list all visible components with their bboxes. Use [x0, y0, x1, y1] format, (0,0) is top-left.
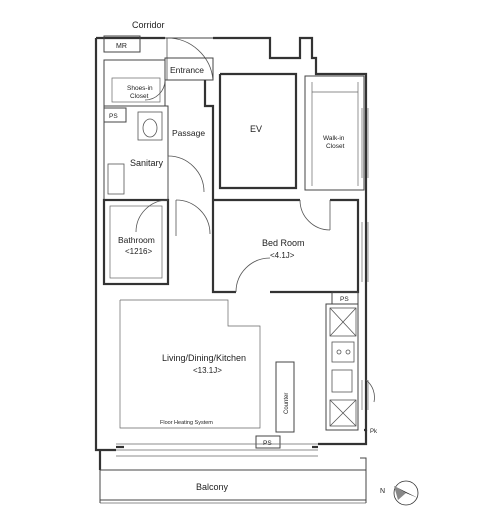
- counter-label: Counter: [284, 393, 290, 414]
- bathroom: Bathroom <1216>: [102, 198, 170, 286]
- bed-room: Bed Room <4.1J>: [211, 198, 360, 294]
- bathroom-size-label: <1216>: [125, 247, 152, 256]
- living-label: Living/Dining/Kitchen: [162, 353, 246, 363]
- ev-label: EV: [250, 124, 262, 134]
- entrance-label: Entrance: [170, 65, 204, 75]
- living-size-label: <13.1J>: [193, 366, 222, 375]
- balcony-window: [116, 443, 318, 451]
- ps-bottom-label: PS: [263, 440, 272, 447]
- mr-label: MR: [116, 43, 127, 50]
- outer-walls: [94, 36, 368, 470]
- ps-bottom: PS: [255, 435, 281, 449]
- ps-top-label: PS: [109, 113, 118, 120]
- walk-in-closet-label-1: Walk-in: [323, 135, 345, 142]
- balcony: Balcony: [99, 455, 367, 504]
- north-label: N: [380, 488, 385, 495]
- pk-label: Pk: [370, 429, 378, 435]
- right-windows: [361, 108, 369, 410]
- ev-shaft: EV: [218, 72, 298, 190]
- mr-box: MR: [103, 35, 141, 53]
- north-arrow-icon: N: [380, 480, 419, 506]
- entrance-door: [165, 37, 214, 81]
- shoes-in-closet-label-1: Shoes-in: [127, 85, 153, 92]
- living-dining-kitchen: Counter Living/Dining/Kitchen <13.1J> Fl…: [119, 299, 295, 433]
- balcony-label: Balcony: [196, 482, 229, 492]
- ps-top: PS: [103, 107, 127, 123]
- floor-heating-label: Floor Heating System: [160, 420, 213, 426]
- walk-in-closet-label-2: Closet: [326, 143, 345, 150]
- passage-label: Passage: [172, 128, 205, 138]
- shoes-in-closet: Shoes-in Closet: [103, 59, 166, 107]
- corridor-label: Corridor: [132, 20, 165, 30]
- bathroom-label: Bathroom: [118, 235, 155, 245]
- shoes-in-closet-label-2: Closet: [130, 93, 149, 100]
- kitchen: [325, 303, 359, 431]
- bed-room-label: Bed Room: [262, 238, 305, 248]
- ps-right-label: PS: [340, 296, 349, 303]
- sanitary-room: Sanitary: [103, 105, 205, 201]
- walk-in-closet: Walk-in Closet: [304, 75, 365, 191]
- bed-room-size-label: <4.1J>: [270, 251, 295, 260]
- sanitary-label: Sanitary: [130, 158, 164, 168]
- ps-right: PS: [331, 291, 359, 305]
